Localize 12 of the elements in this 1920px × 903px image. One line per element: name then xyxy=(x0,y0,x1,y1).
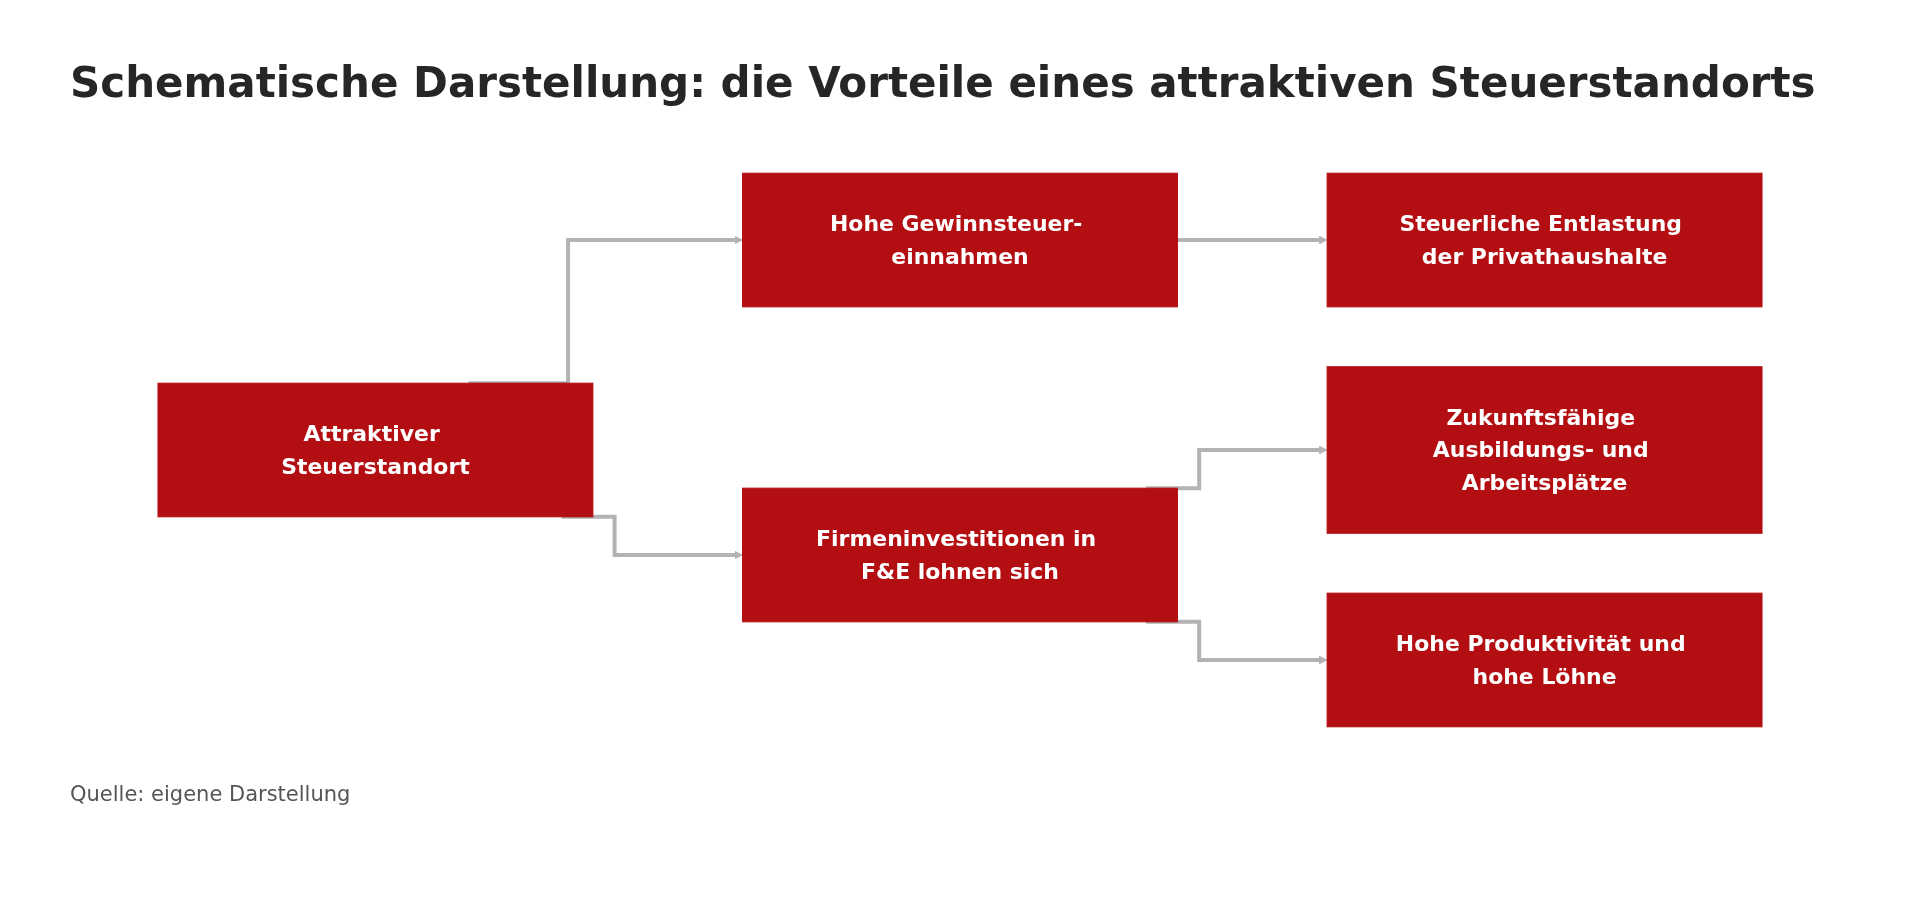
diagram-title: Schematische Darstellung: die Vorteile eines attraktiven Steuerstandorts xyxy=(70,58,1816,107)
source-note: Quelle: eigene Darstellung xyxy=(70,782,351,806)
node-box: Firmeninvestitionen in F&E lohnen sich xyxy=(742,487,1178,623)
arrow xyxy=(1146,619,1328,665)
arrow xyxy=(1146,445,1328,491)
arrow xyxy=(1177,235,1328,245)
node-box: Hohe Gewinnsteuer- einnahmen xyxy=(742,172,1178,308)
node-box: Hohe Produktivität und hohe Löhne xyxy=(1326,592,1763,728)
arrow xyxy=(561,514,743,560)
node-box: Attraktiver Steuerstandort xyxy=(157,382,594,518)
node-box: Steuerliche Entlastung der Privathaushalte xyxy=(1326,172,1763,308)
node-box: Zukunftsfähige Ausbildungs- und Arbeitsplätze xyxy=(1326,366,1763,534)
